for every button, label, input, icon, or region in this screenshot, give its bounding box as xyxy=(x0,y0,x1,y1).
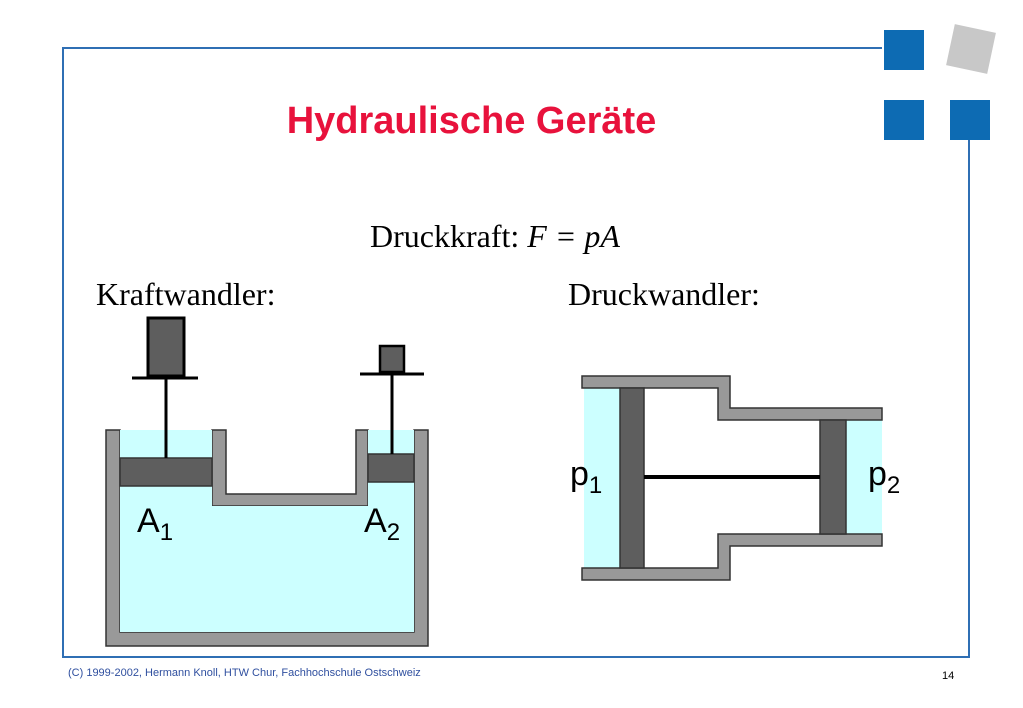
druckwandler-diagram: p1 p2 xyxy=(570,375,900,581)
piston-large xyxy=(619,387,645,569)
cylinder-wall-bottom xyxy=(581,533,883,581)
liquid-right xyxy=(846,420,882,534)
frame-top-line xyxy=(62,47,882,49)
area-1-label: A1 xyxy=(137,502,173,546)
footer-copyright: (C) 1999-2002, Hermann Knoll, HTW Chur, … xyxy=(68,667,421,679)
pressure-1-label: p1 xyxy=(570,455,602,499)
frame-right-line xyxy=(968,140,970,657)
kraftwandler-diagram: A1 A2 xyxy=(105,316,429,647)
page-number: 14 xyxy=(942,670,955,682)
frame-left-line xyxy=(62,47,64,657)
weight-left xyxy=(146,316,186,378)
liquid-left xyxy=(584,386,620,568)
druckwandler-label: Druckwandler: xyxy=(568,276,760,312)
pressure-2-label: p2 xyxy=(868,455,900,499)
frame-bottom-line xyxy=(62,656,970,658)
decor-blue-square-bottom-left xyxy=(884,100,924,140)
slide-title: Hydraulische Geräte xyxy=(286,100,657,142)
kraftwandler-label: Kraftwandler: xyxy=(96,276,276,312)
piston-left xyxy=(119,457,213,487)
decor-blue-square-bottom-right xyxy=(950,100,990,140)
piston-right xyxy=(367,453,415,483)
formula-label: Druckkraft: xyxy=(370,218,520,254)
decor-blue-square-top xyxy=(884,30,924,70)
formula-math: F = pA xyxy=(527,218,620,254)
area-2-label: A2 xyxy=(364,502,400,546)
weight-right xyxy=(378,344,406,374)
formula: Druckkraft: F = pA xyxy=(370,218,620,255)
piston-small xyxy=(819,419,847,535)
